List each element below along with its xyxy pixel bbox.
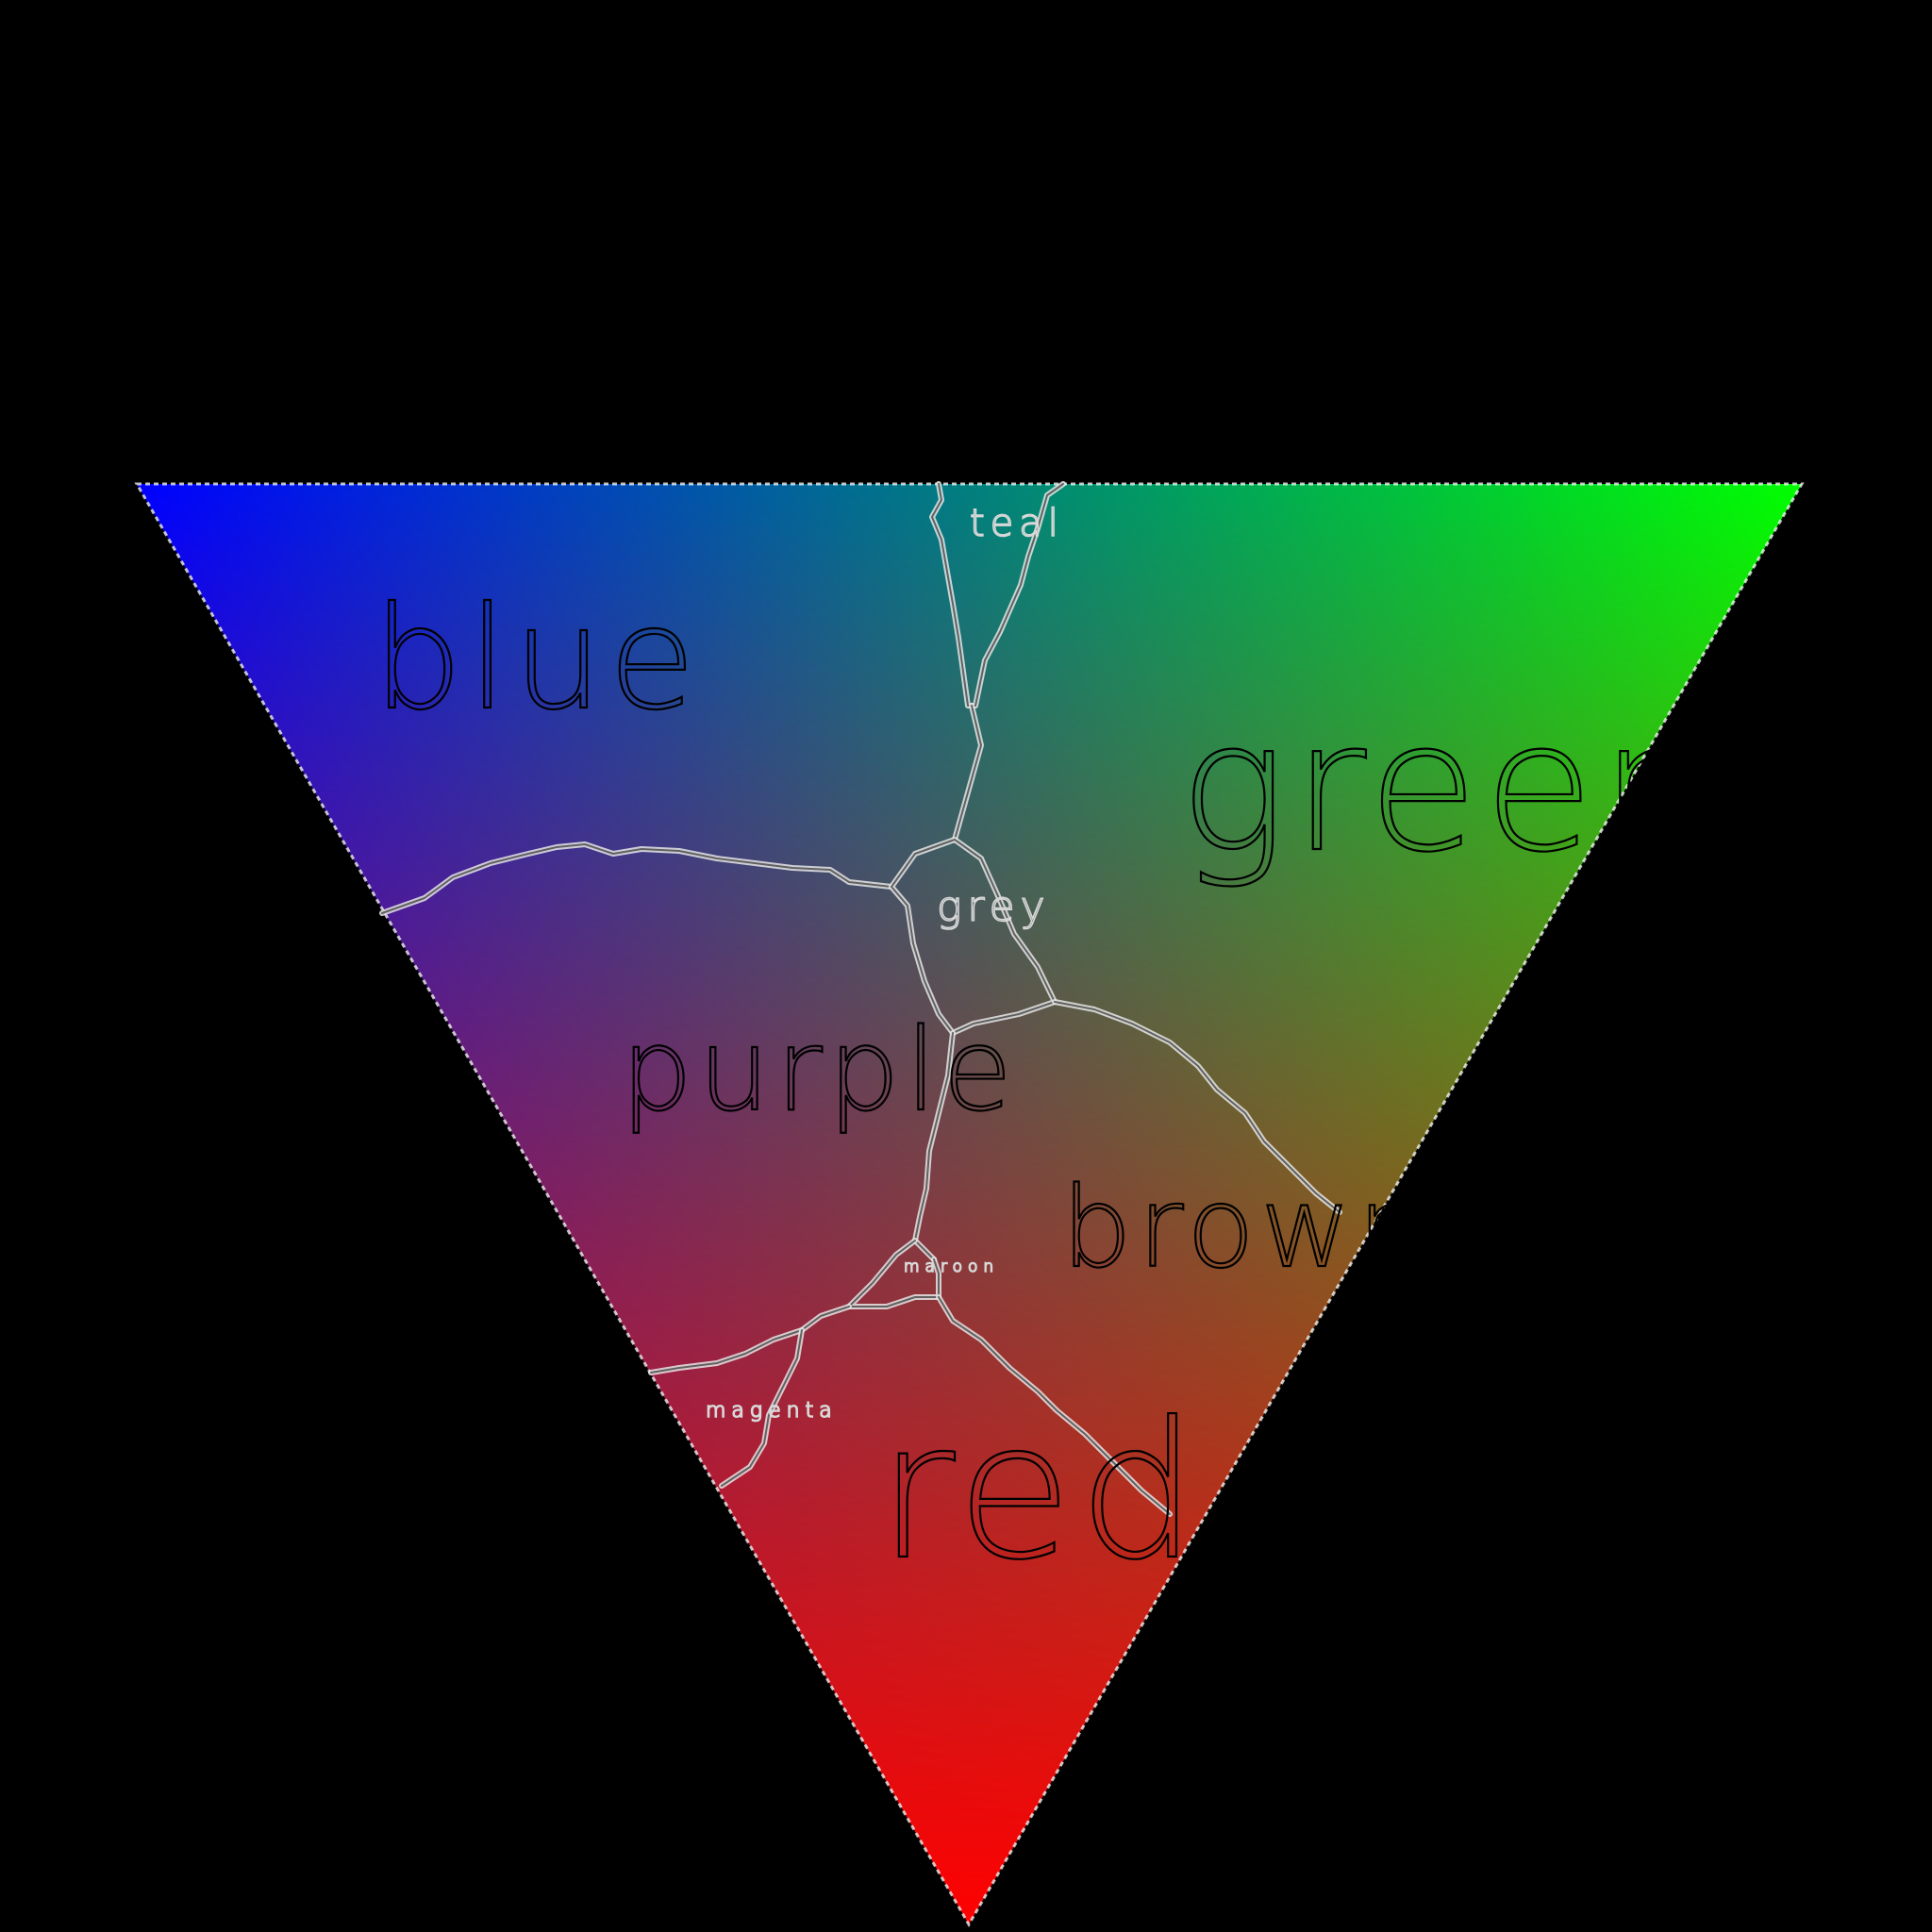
label-grey: grey [937,883,1051,931]
region-boundaries [379,481,1342,1517]
label-teal: teal [970,502,1064,545]
label-blue: blue [373,577,701,741]
label-green: green [1179,683,1719,891]
label-red: red [877,1382,1204,1602]
triangle-outline [134,482,1805,1927]
label-magenta: magenta [706,1399,838,1423]
label-purple: purple [621,1006,1018,1137]
region-labels: blue green teal grey purple brown maroon… [372,501,1719,1603]
label-brown: brown [1061,1162,1433,1292]
label-maroon: maroon [904,1257,999,1276]
